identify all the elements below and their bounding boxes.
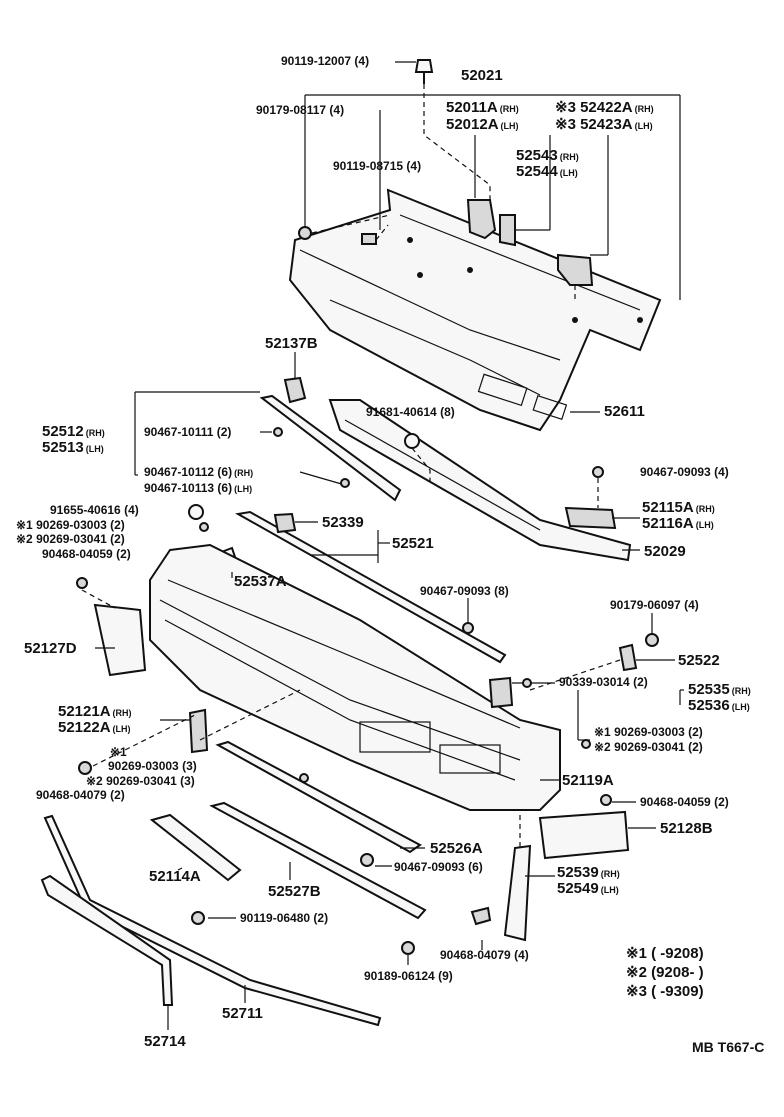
- label-52543: 52543(RH): [516, 147, 579, 164]
- clip-91655: [188, 504, 204, 520]
- label-90269-03003-b: ※1 90269-03003 (2): [594, 725, 703, 739]
- label-90119-06480: 90119-06480 (2): [240, 911, 329, 925]
- label-asterisk-1: ※1: [110, 745, 127, 759]
- label-52527B: 52527B: [268, 883, 321, 900]
- label-90269-03041-b: ※2 90269-03041 (2): [594, 740, 703, 754]
- grille-52127D: [93, 603, 147, 677]
- label-52116A: 52116A(LH): [642, 515, 714, 532]
- label-52522: 52522: [678, 652, 720, 669]
- label-52611: 52611: [604, 403, 645, 420]
- bracket-52121A: [188, 708, 209, 754]
- label-90269-03003-a: ※1 90269-03003 (2): [16, 518, 125, 532]
- label-90468-04059-b: 90468-04059 (2): [640, 795, 729, 809]
- grille-52128B: [538, 810, 630, 860]
- label-52422A: ※3 52422A(RH): [555, 99, 654, 116]
- label-52127D: 52127D: [24, 640, 77, 657]
- label-52512: 52512(RH): [42, 423, 105, 440]
- label-90179-06097: 90179-06097 (4): [610, 598, 699, 612]
- label-52544: 52544(LH): [516, 163, 578, 180]
- label-52122A: 52122A(LH): [58, 719, 131, 736]
- legend-row-2: ※2 (9208- ): [626, 964, 704, 981]
- label-91681-40614: 91681-40614 (8): [366, 405, 455, 419]
- label-90467-09093-c: 90467-09093 (6): [394, 860, 483, 874]
- small-fasteners: [76, 427, 659, 955]
- figure-code: MB T667-C: [692, 1039, 765, 1055]
- bracket-52011A: [466, 199, 497, 240]
- label-90269-03041-c: ※2 90269-03041 (3): [86, 774, 195, 788]
- label-52526A: 52526A: [430, 840, 483, 857]
- leader-lines: [95, 61, 684, 1030]
- label-52115A: 52115A(RH): [642, 499, 715, 516]
- label-52119A: 52119A: [562, 772, 614, 789]
- label-90467-09093-a: 90467-09093 (4): [640, 465, 729, 479]
- label-52513: 52513(LH): [42, 439, 104, 456]
- label-52121A: 52121A(RH): [58, 703, 132, 720]
- label-52012A: 52012A(LH): [446, 116, 519, 133]
- label-90467-10113: 90467-10113 (6)(LH): [144, 481, 253, 495]
- label-52029: 52029: [644, 543, 686, 560]
- label-52549: 52549(LH): [557, 880, 619, 897]
- extension-52539: [503, 844, 532, 942]
- label-52021: 52021: [461, 67, 503, 84]
- label-91655-40616: 91655-40616 (4): [50, 503, 139, 517]
- bracket-52115A: [564, 506, 617, 530]
- spacer-52137B: [283, 376, 307, 404]
- label-52711: 52711: [222, 1005, 263, 1022]
- bracket-52422A: [557, 253, 594, 286]
- bolt-90119-12007: [414, 59, 434, 84]
- label-90468-04079-b: 90468-04079 (4): [440, 948, 529, 962]
- label-52137B: 52137B: [265, 335, 318, 352]
- label-90467-10112: 90467-10112 (6)(RH): [144, 465, 254, 479]
- bracket-52535: [488, 676, 514, 709]
- legend-row-3: ※3 ( -9309): [626, 983, 704, 1000]
- clip-52522: [618, 643, 638, 672]
- retainer-52521: [235, 510, 507, 664]
- legend-row-1: ※1 ( -9208): [626, 945, 704, 962]
- label-52535: 52535(RH): [688, 681, 751, 698]
- label-52339: 52339: [322, 514, 364, 531]
- label-90179-08117: 90179-08117 (4): [256, 103, 345, 117]
- label-90269-03003-c: 90269-03003 (3): [108, 759, 197, 773]
- label-90468-04059-a: 90468-04059 (2): [42, 547, 131, 561]
- spoiler-52527B: [209, 801, 427, 920]
- label-52536: 52536(LH): [688, 697, 750, 714]
- bracket-52339: [273, 512, 297, 534]
- label-90119-12007: 90119-12007 (4): [281, 54, 370, 68]
- label-90269-03041-a: ※2 90269-03041 (2): [16, 532, 125, 546]
- label-52128B: 52128B: [660, 820, 713, 837]
- retainer-52512: [259, 394, 402, 502]
- label-52539: 52539(RH): [557, 864, 620, 881]
- label-90339-03014: 90339-03014 (2): [559, 675, 648, 689]
- label-52011A: 52011A(RH): [446, 99, 519, 116]
- label-52114A: 52114A: [149, 868, 201, 885]
- label-90119-08715: 90119-08715 (4): [333, 159, 422, 173]
- label-52521: 52521: [392, 535, 434, 552]
- bumper-cover: [149, 543, 561, 811]
- stopper-52543: [499, 214, 516, 247]
- label-52714: 52714: [144, 1033, 186, 1050]
- nut-90179-08117: [298, 226, 312, 240]
- label-52537A: 52537A: [234, 573, 287, 590]
- bolt-90119-08715: [361, 233, 377, 245]
- clip-91681: [404, 433, 420, 449]
- label-90467-09093-b: 90467-09093 (8): [420, 584, 509, 598]
- label-90467-10111: 90467-10111 (2): [144, 425, 232, 439]
- label-90189-06124: 90189-06124 (9): [364, 969, 453, 983]
- plate-52114A: [149, 813, 242, 882]
- assembly-lines: [81, 84, 621, 848]
- label-52423A: ※3 52423A(LH): [555, 116, 653, 133]
- label-90468-04079-a: 90468-04079 (2): [36, 788, 125, 802]
- reinforcement-52526A: [215, 740, 422, 854]
